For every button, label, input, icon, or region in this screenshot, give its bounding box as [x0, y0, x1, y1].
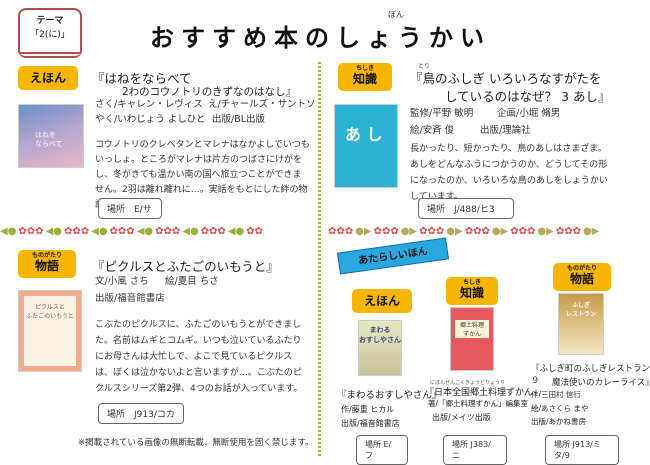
badge-label: 物語 [569, 272, 594, 286]
knowledge-book-title-line2: しているのはなぜ？ 3 あし』 [445, 89, 611, 104]
new-book-1-author: 作/藤重 ヒカル [341, 405, 395, 414]
new-book-2-title: 『日本全国郷土料理ずかん』 [425, 388, 543, 398]
cover-text: ふしぎレストラン [565, 302, 596, 318]
knowledge-book-publisher: 出版/理論社 [480, 125, 531, 136]
bird-icon: ◀● [136, 225, 154, 237]
badge-label: 物語 [34, 259, 59, 273]
badge-ruby: ちしき [462, 279, 481, 286]
flower-icon: ✿✿✿ [328, 225, 354, 237]
knowledge-book-description: 長かったり、短かったり、鳥のあしはさまざま。あしをどんなふうにつかうのか、どうし… [410, 144, 608, 202]
bird-icon: ◀● [91, 225, 108, 237]
bird-icon: ◀● [45, 225, 62, 237]
flower-icon: ✿✿✿ [18, 225, 44, 237]
new-book-3-badge: ものがたり 物語 [553, 263, 611, 291]
knowledge-book-title-line1: 『鳥のふしぎ いろいろなすがたを [410, 71, 602, 86]
badge-label: 知識 [459, 286, 484, 300]
flower-icon: ✿✿✿ [419, 225, 445, 237]
knowledge-book-location: 場所 J/488/ヒ3 [418, 198, 514, 219]
new-book-2-location: 場所 J383/ニ [443, 435, 507, 465]
bird-icon: ◀● [0, 225, 17, 237]
picture-book-title-line2: 2わのコウノトリのきずなのはなし』 [122, 86, 296, 98]
bird-icon: ●▶ [446, 225, 463, 237]
cover-text: ピクルスとふたごのいもうと [24, 296, 76, 366]
bird-icon: ●▶ [400, 225, 418, 237]
flower-icon: ✿✿✿ [510, 225, 536, 237]
picture-book-illustrator: え/チャールズ・サントソ [208, 99, 316, 110]
vertical-divider [318, 62, 321, 457]
knowledge-book-illustrator: 絵/安斉 俊 [410, 125, 455, 136]
page-title: おすすめ本のしょうかい [150, 24, 491, 52]
new-book-2-publisher: 出版/メイツ出版 [432, 413, 491, 422]
knowledge-book-supervisor: 監修/平野 敏明 [410, 108, 474, 119]
copyright-footnote: ※掲載されている画像の無断転載、無断使用を固く禁じます。 [78, 438, 314, 448]
decorative-garland-right: ✿✿✿●▶ ✿✿✿●▶ ✿✿✿●▶ ✿✿✿●▶ ✿✿✿●▶ ✿✿✿●▶ [328, 224, 646, 238]
bird-icon: ●▶ [355, 225, 372, 237]
knowledge-book-planner: 企画/小堀 脩男 [497, 108, 561, 119]
picture-book-cover: はねをならべて [18, 104, 84, 168]
picture-book-badge: えほん [18, 66, 78, 90]
decorative-garland-left: ◀●✿✿✿ ◀●✿✿✿ ◀●✿✿✿ ◀●✿✿✿ ◀●✿✿✿ ◀●✿✿ [0, 224, 316, 238]
badge-ruby: ものがたり [31, 252, 62, 259]
story-book-illustrator: 絵/夏目 ちさ [165, 276, 219, 287]
flower-icon: ✿✿✿ [555, 225, 581, 237]
cover-text: はねをならべて [35, 131, 63, 148]
flower-icon: ✿✿✿ [109, 225, 135, 237]
new-book-3-location: 場所 J913/ミタ/9 [545, 435, 619, 465]
new-book-3-title-line1: 『ふしぎ町のふしぎレストラン９ [531, 364, 650, 386]
bird-icon: ◀● [227, 225, 245, 237]
theme-label-box: テーマ 「2(に)」 [18, 8, 82, 58]
theme-label: テーマ [36, 16, 64, 26]
badge-ruby: ものがたり [566, 265, 597, 272]
new-book-2-title-ruby: にほんぜんこくきょうどりょうり [430, 380, 506, 386]
new-book-1-badge: えほん [352, 289, 412, 313]
picture-book-title-line1: 『はねをならべて [92, 71, 192, 86]
story-book-cover: ピクルスとふたごのいもうと [18, 290, 82, 372]
new-book-3-cover: ふしぎレストラン [558, 293, 604, 355]
story-book-description: こぶたのピクルスに、ふたごのいもうとができました。名前はムギとコムギ。いつも泣い… [95, 320, 303, 394]
flower-icon: ✿✿ [246, 225, 263, 237]
picture-book-author: さく/キャレン・レヴィス [95, 99, 203, 110]
new-book-1-cover: まわるおすしやさん [358, 320, 402, 376]
new-book-1-title: 『まわるおすしやさん』 [337, 390, 442, 401]
knowledge-book-badge: ちしき 知識 [338, 63, 392, 91]
story-book-author: 文/小風 さち [95, 276, 149, 287]
cover-text: あ し [345, 125, 383, 144]
knowledge-title-ruby: とり [418, 63, 431, 70]
new-book-3-title-line2: 魔法使いのカレーライス』 [552, 378, 650, 388]
badge-ruby: ちしき [355, 65, 374, 72]
new-book-2-cover: 郷土料理ずかん [450, 307, 494, 371]
cover-text: 郷土料理ずかん [455, 320, 489, 338]
cover-text: まわるおすしやさん [359, 326, 401, 344]
title-ruby: ぼん [388, 10, 404, 19]
picture-book-location: 場所 E/サ [98, 198, 162, 219]
flower-icon: ✿✿✿ [200, 225, 226, 237]
picture-book-publisher: 出版/BL出版 [212, 114, 266, 125]
new-book-3-publisher: 出版/あかね書房 [531, 417, 587, 426]
story-book-badge: ものがたり 物語 [18, 250, 76, 278]
new-book-3-author: 作/三田村 信行 [531, 390, 581, 399]
theme-value: 「2(に)」 [30, 30, 70, 40]
story-book-location: 場所 J913/コカ [98, 403, 184, 424]
new-book-2-badge: ちしき 知識 [446, 277, 498, 305]
bird-icon: ●▶ [537, 225, 554, 237]
bird-icon: ●▶ [582, 225, 600, 237]
bird-icon: ●▶ [491, 225, 509, 237]
new-books-ribbon: あたらしいほん [337, 237, 449, 275]
flower-icon: ✿✿✿ [373, 225, 399, 237]
flower-icon: ✿✿✿ [464, 225, 490, 237]
story-book-publisher: 出版/福音館書店 [95, 293, 165, 304]
new-book-2-author: 著/「郷土料理ずかん」編集室 [428, 399, 529, 408]
bird-icon: ◀● [182, 225, 199, 237]
flower-icon: ✿✿✿ [63, 225, 90, 237]
flower-icon: ✿✿✿ [155, 225, 181, 237]
new-book-1-publisher: 出版/福音館書店 [341, 419, 400, 428]
knowledge-book-cover: あ し [334, 104, 398, 188]
badge-label: 知識 [352, 72, 377, 86]
picture-book-translator: やく/いわじょう よしひと [95, 114, 206, 125]
story-book-title: 『ピクルスとふたごのいもうと』 [92, 259, 279, 274]
new-book-3-illustrator: 絵/あさくら まや [531, 404, 589, 413]
